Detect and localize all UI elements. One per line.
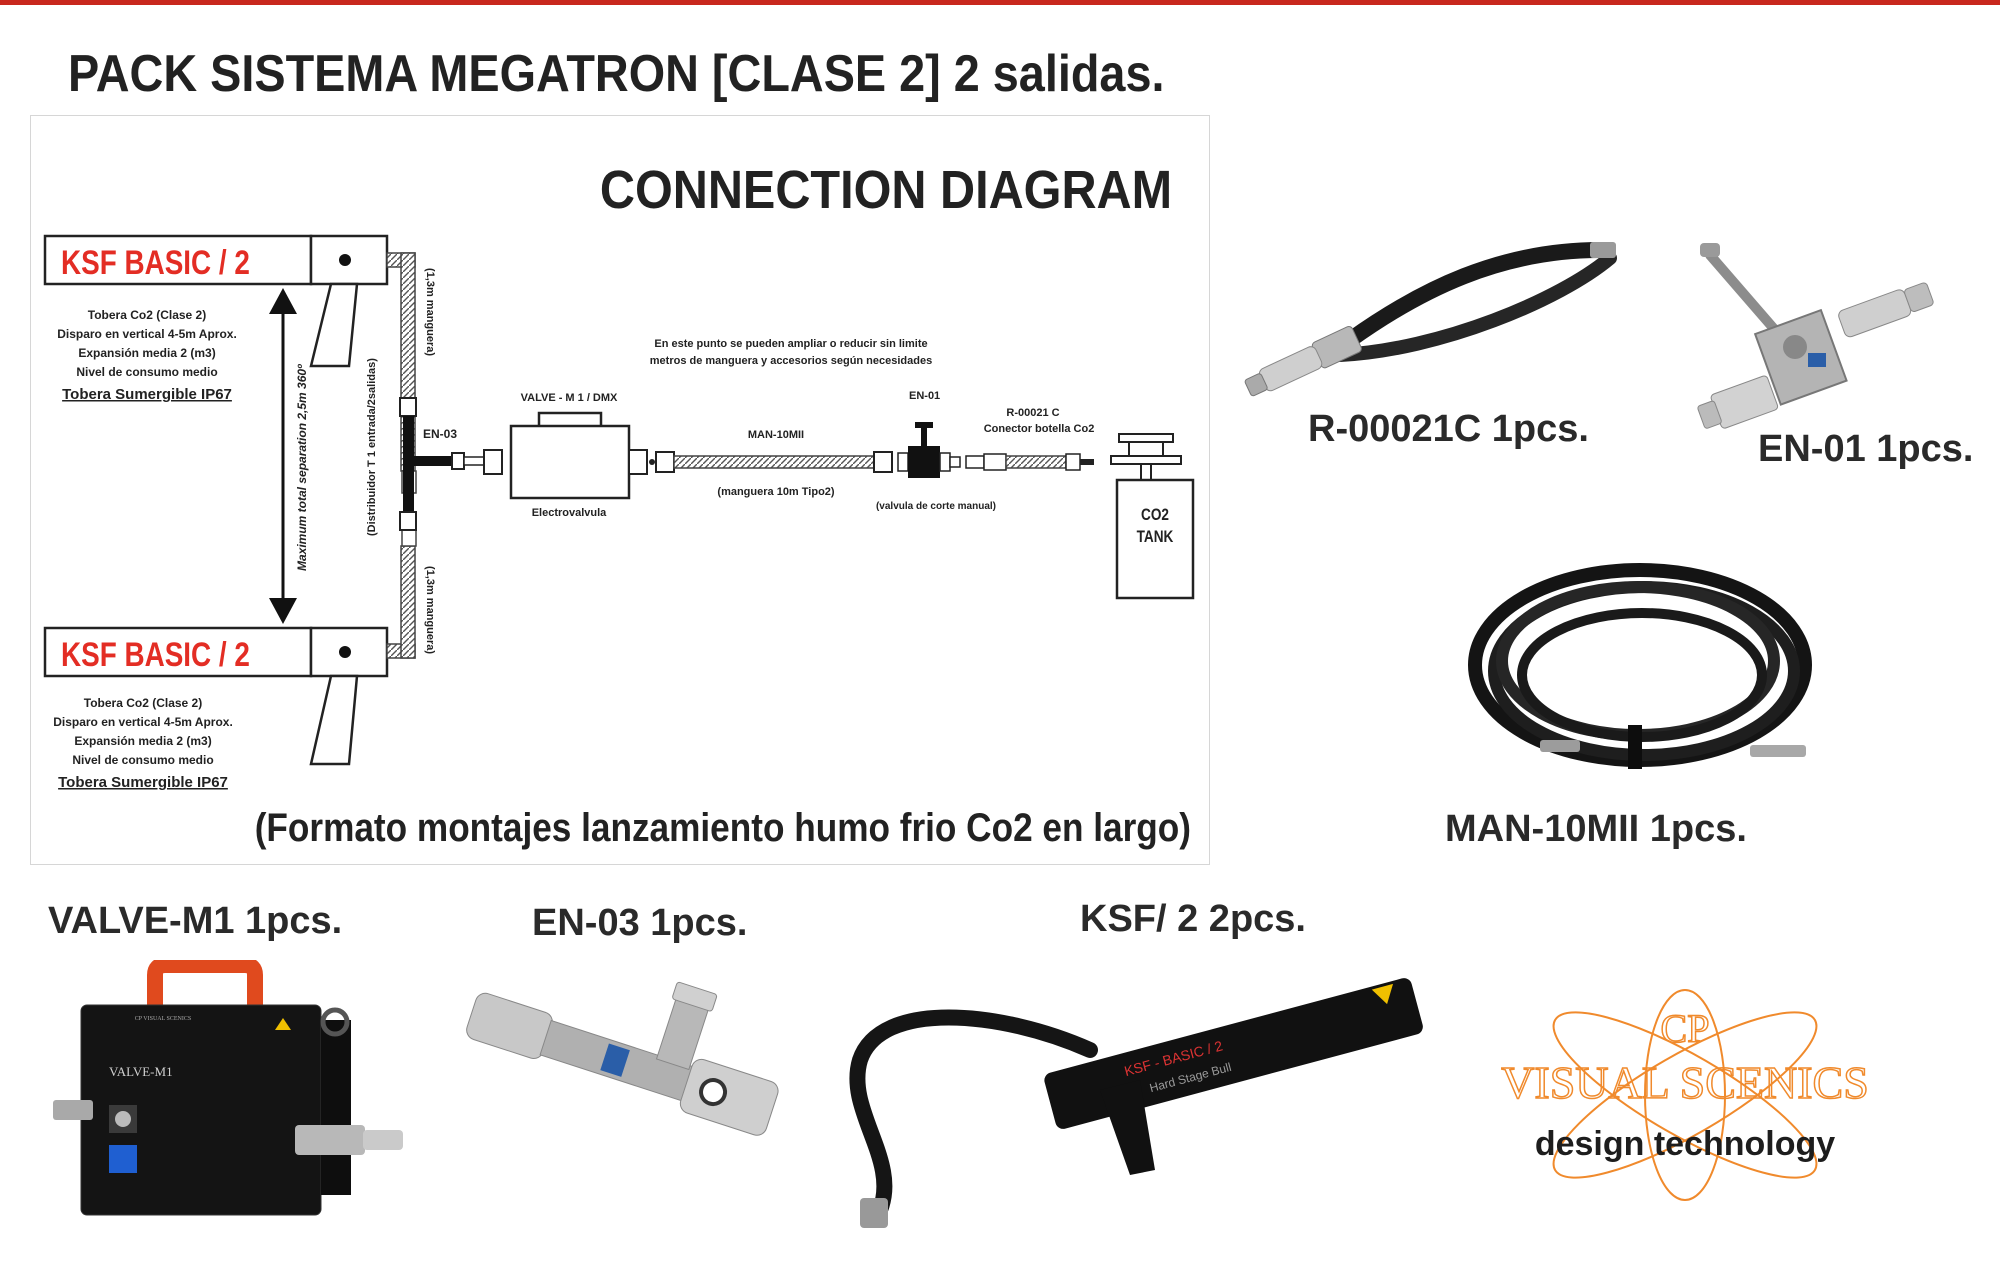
ksf-top-label: KSF BASIC / 2: [61, 243, 250, 281]
note-line1: En este punto se pueden ampliar o reduci…: [654, 338, 927, 350]
ksf-top-line1: Tobera Co2 (Clase 2): [88, 308, 206, 322]
logo-name: VISUAL SCENICS: [1501, 1057, 1869, 1108]
ksf-top-line2: Disparo en vertical 4-5m Aprox.: [57, 327, 237, 341]
ksf-top-line4: Nivel de consumo medio: [76, 365, 217, 379]
ksf2-label: KSF/ 2 2pcs.: [1080, 898, 1306, 940]
ksf-top-line5: Tobera Sumergible IP67: [62, 386, 232, 403]
note-line2: metros de manguera y accesorios según ne…: [650, 355, 932, 367]
valve-device-brand: CP VISUAL SCENICS: [135, 1016, 191, 1022]
top-accent-bar: [0, 0, 2000, 5]
ksf-bottom-line5: Tobera Sumergible IP67: [58, 774, 228, 791]
en03-diagram-label: EN-03: [423, 427, 457, 441]
tank-line2: TANK: [1137, 528, 1174, 547]
ksf-bottom-line3: Expansión media 2 (m3): [74, 734, 211, 748]
r00021c-label: R-00021C 1pcs.: [1308, 408, 1589, 450]
man-diagram-sub: (manguera 10m Tipo2): [717, 486, 834, 498]
man-10mii-label: MAN-10MII 1pcs.: [1445, 808, 1747, 850]
connection-diagram: CONNECTION DIAGRAM KSF BASIC / 2 Tobera …: [43, 159, 1195, 850]
ksf-bottom-line2: Disparo en vertical 4-5m Aprox.: [53, 715, 233, 729]
hose-top-label: (1,3m manguera): [424, 268, 436, 356]
en01-diagram-label: EN-01: [909, 390, 940, 402]
ksf-bottom-nozzle: KSF BASIC / 2: [43, 626, 389, 766]
page-title: PACK SISTEMA MEGATRON [CLASE 2] 2 salida…: [68, 45, 1165, 103]
ksf-top-nozzle: KSF BASIC / 2: [43, 234, 389, 368]
valve-diagram-title: VALVE - M 1 / DMX: [521, 392, 618, 404]
hose-bottom-vertical: [400, 545, 416, 659]
en03-product-image: [450, 970, 800, 1180]
en01-product-image: [1680, 235, 1980, 450]
ksf-bottom-label: KSF BASIC / 2: [61, 635, 250, 673]
r21-diagram-sub: Conector botella Co2: [984, 423, 1095, 435]
en01-diagram-sub: (valvula de corte manual): [876, 501, 996, 512]
en01-manual-valve-diagram: [897, 422, 961, 478]
valve-diagram-sub: Electrovalvula: [532, 507, 607, 519]
diagram-footer: (Formato montajes lanzamiento humo frio …: [255, 805, 1191, 850]
en01-label: EN-01 1pcs.: [1758, 428, 1974, 470]
ksf-bottom-line1: Tobera Co2 (Clase 2): [84, 696, 202, 710]
cp-visual-scenics-logo: CP VISUAL SCENICS design technology: [1450, 980, 1920, 1210]
r00021c-product-image: [1240, 230, 1640, 400]
valve-device-label: VALVE-M1: [109, 1064, 173, 1079]
en03-label: EN-03 1pcs.: [532, 902, 748, 944]
connection-diagram-panel: CONNECTION DIAGRAM KSF BASIC / 2 Tobera …: [30, 115, 1210, 865]
logo-initials: CP: [1661, 1006, 1710, 1051]
valve-m1-label: VALVE-M1 1pcs.: [48, 900, 343, 942]
ksf-top-line3: Expansión media 2 (m3): [78, 346, 215, 360]
man-10mii-product-image: [1460, 555, 1840, 785]
r00021c-connector-diagram: [965, 453, 1094, 471]
ksf2-product-image: KSF - BASIC / 2 Hard Stage Bull: [840, 960, 1440, 1240]
tank-line1: CO2: [1141, 506, 1169, 525]
co2-tank-diagram: [1110, 433, 1195, 600]
logo-tagline: design technology: [1535, 1125, 1835, 1163]
valve-m1-diagram: [483, 411, 655, 500]
valve-m1-product-image: VALVE-M1 CP VISUAL SCENICS: [45, 960, 415, 1222]
ksf-bottom-line4: Nivel de consumo medio: [72, 753, 213, 767]
diagram-heading: CONNECTION DIAGRAM: [600, 159, 1172, 220]
man-10mii-hose-diagram: [655, 451, 893, 473]
hose-bottom-label: (1,3m manguera): [424, 566, 436, 654]
r21-diagram-label: R-00021 C: [1006, 407, 1059, 419]
en03-t-distributor: [399, 397, 465, 531]
distributor-label: (Distribuidor T 1 entrada/2salidas): [366, 358, 378, 536]
separation-label: Maximum total separation 2,5m 360º: [295, 364, 309, 571]
man-diagram-label: MAN-10MII: [748, 429, 804, 441]
